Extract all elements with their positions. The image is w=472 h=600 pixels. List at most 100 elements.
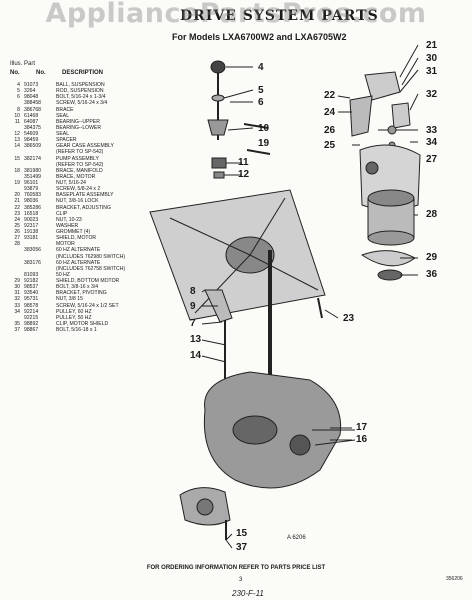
callout-22: 22 bbox=[324, 90, 336, 101]
part-number: 3264 bbox=[24, 88, 36, 95]
part-number: 91073 bbox=[24, 82, 39, 88]
illus-no: 13 bbox=[14, 137, 20, 144]
part-number: 95731 bbox=[24, 296, 39, 303]
parts-row: (INCLUDES 762758 SWITCH) bbox=[6, 266, 176, 272]
part-number: 383056 bbox=[24, 247, 41, 254]
part-description: 60 HZ ALTERNATE bbox=[56, 247, 101, 254]
ordering-info-footer: FOR ORDERING INFORMATION REFER TO PARTS … bbox=[146, 565, 326, 571]
callout-30: 30 bbox=[426, 53, 438, 64]
part-description: BASEPLATE ASSEMBLY bbox=[56, 192, 114, 199]
part-description: (REFER TO SP-542) bbox=[56, 161, 104, 168]
part-number: 98892 bbox=[24, 320, 39, 327]
illus-no: 25 bbox=[14, 222, 20, 229]
part-description: BEARING--LOWER bbox=[56, 124, 101, 131]
illus-no: 18 bbox=[14, 167, 20, 174]
page-number: 3 bbox=[239, 577, 243, 583]
part-description: NUT, 10-23 bbox=[56, 216, 82, 223]
part-number: 54609 bbox=[24, 131, 39, 137]
illus-no: 5 bbox=[17, 88, 20, 95]
part-description: SHIELD, BOTTOM MOTOR bbox=[56, 278, 120, 284]
parts-row: 383176 60 HZ ALTERNATE bbox=[6, 260, 176, 266]
part-number: 19138 bbox=[24, 229, 39, 235]
callout-10: 10 bbox=[258, 123, 270, 134]
callout-26: 26 bbox=[324, 125, 336, 136]
callout-8: 8 bbox=[190, 286, 196, 297]
callout-36: 36 bbox=[426, 269, 438, 280]
part-number: 92317 bbox=[24, 222, 39, 229]
callout-25: 25 bbox=[324, 140, 336, 151]
page-title: DRIVE SYSTEM PARTS bbox=[180, 8, 379, 24]
part-number: 383176 bbox=[24, 259, 41, 266]
part-number: 92215 bbox=[24, 314, 39, 321]
callout-28: 28 bbox=[426, 209, 438, 220]
callout-21: 21 bbox=[426, 40, 438, 51]
callout-33: 33 bbox=[426, 125, 438, 136]
page-subtitle: For Models LXA6700W2 and LXA6705W2 bbox=[172, 32, 347, 42]
part-description: (REFER TO SP-542) bbox=[56, 149, 104, 156]
part-number: 93540 bbox=[24, 290, 39, 297]
callout-19: 19 bbox=[258, 138, 270, 149]
part-description: BRACKET, ADJUSTING bbox=[56, 204, 111, 211]
illus-no: 31 bbox=[14, 290, 20, 297]
part-number: 388458 bbox=[24, 100, 41, 107]
parts-row: 31 93540 BRACKET, PIVOTING bbox=[6, 290, 176, 296]
suspension-ball-icon bbox=[210, 60, 226, 74]
figure-reference: A 6206 bbox=[287, 535, 306, 541]
part-description: SEAL bbox=[56, 131, 70, 137]
part-number: 96101 bbox=[24, 180, 39, 186]
illus-no: 15 bbox=[14, 155, 20, 162]
part-number: 98459 bbox=[24, 137, 39, 144]
callout-12: 12 bbox=[238, 169, 250, 180]
callout-34: 34 bbox=[426, 137, 438, 148]
part-description: SCREW, 5/16-24 x 3/4 bbox=[56, 100, 108, 107]
part-number: 385286 bbox=[24, 204, 41, 211]
part-number: 382174 bbox=[24, 155, 41, 162]
part-description: SCREW, 5/16-24 x 1/2 SET bbox=[56, 302, 119, 309]
column-header-part-no: No. bbox=[36, 70, 46, 76]
part-description: BRACKET, PIVOTING bbox=[56, 290, 107, 297]
part-number: 386509 bbox=[24, 143, 41, 150]
callout-15: 15 bbox=[236, 528, 248, 539]
parts-row: 92215 PULLEY, 50 HZ bbox=[6, 315, 176, 321]
part-description: 60 HZ ALTERNATE bbox=[56, 259, 101, 266]
part-number: 98537 bbox=[24, 284, 39, 291]
callout-24: 24 bbox=[324, 107, 336, 118]
illus-no: 26 bbox=[14, 229, 20, 235]
illus-no: 28 bbox=[14, 241, 20, 248]
illus-no: 19 bbox=[14, 180, 20, 186]
callout-7: 7 bbox=[190, 318, 196, 329]
part-number: 93181 bbox=[24, 235, 39, 242]
part-description: BOLT, 5/16-24 x 1-3/4 bbox=[56, 94, 106, 101]
part-number: 92214 bbox=[24, 308, 39, 315]
part-description: PULLEY, 60 HZ bbox=[56, 308, 92, 315]
part-description: PUMP ASSEMBLY bbox=[56, 155, 99, 162]
part-number: 351499 bbox=[24, 173, 41, 180]
callout-14: 14 bbox=[190, 350, 202, 361]
part-description: SHIELD, MOTOR bbox=[56, 235, 97, 242]
parts-row: (REFER TO SP-542) bbox=[6, 162, 176, 168]
illus-no: 23 bbox=[14, 210, 20, 217]
column-header-no: No. bbox=[10, 70, 20, 76]
column-header-description: DESCRIPTION bbox=[62, 70, 104, 76]
illus-no: 10 bbox=[14, 112, 20, 119]
callout-23: 23 bbox=[343, 313, 355, 324]
part-description: PULLEY, 50 HZ bbox=[56, 314, 92, 321]
